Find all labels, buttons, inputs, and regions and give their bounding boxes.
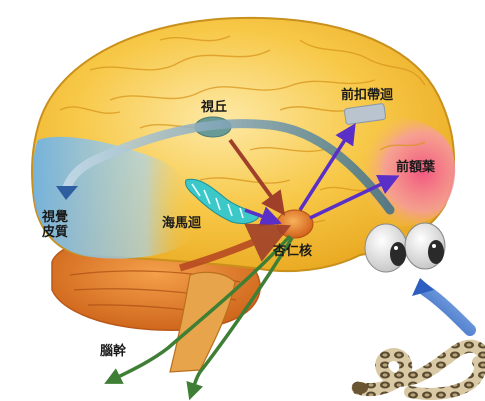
label-visual-cortex: 視覺 皮質 (42, 210, 68, 240)
label-hippocampus: 海馬迴 (162, 216, 201, 231)
label-visual-cortex-line1: 視覺 (42, 210, 68, 225)
label-prefrontal: 前額葉 (396, 160, 435, 175)
amygdala-marker (277, 210, 313, 238)
label-brainstem: 腦幹 (100, 344, 126, 359)
label-anterior-cingulate: 前扣帶迴 (341, 88, 393, 103)
snake-stimulus (352, 346, 484, 394)
label-amygdala: 杏仁核 (273, 244, 312, 259)
label-thalamus: 視丘 (201, 100, 227, 115)
label-visual-cortex-line2: 皮質 (42, 225, 68, 240)
arrow-stimulus-to-eyes (425, 290, 470, 330)
